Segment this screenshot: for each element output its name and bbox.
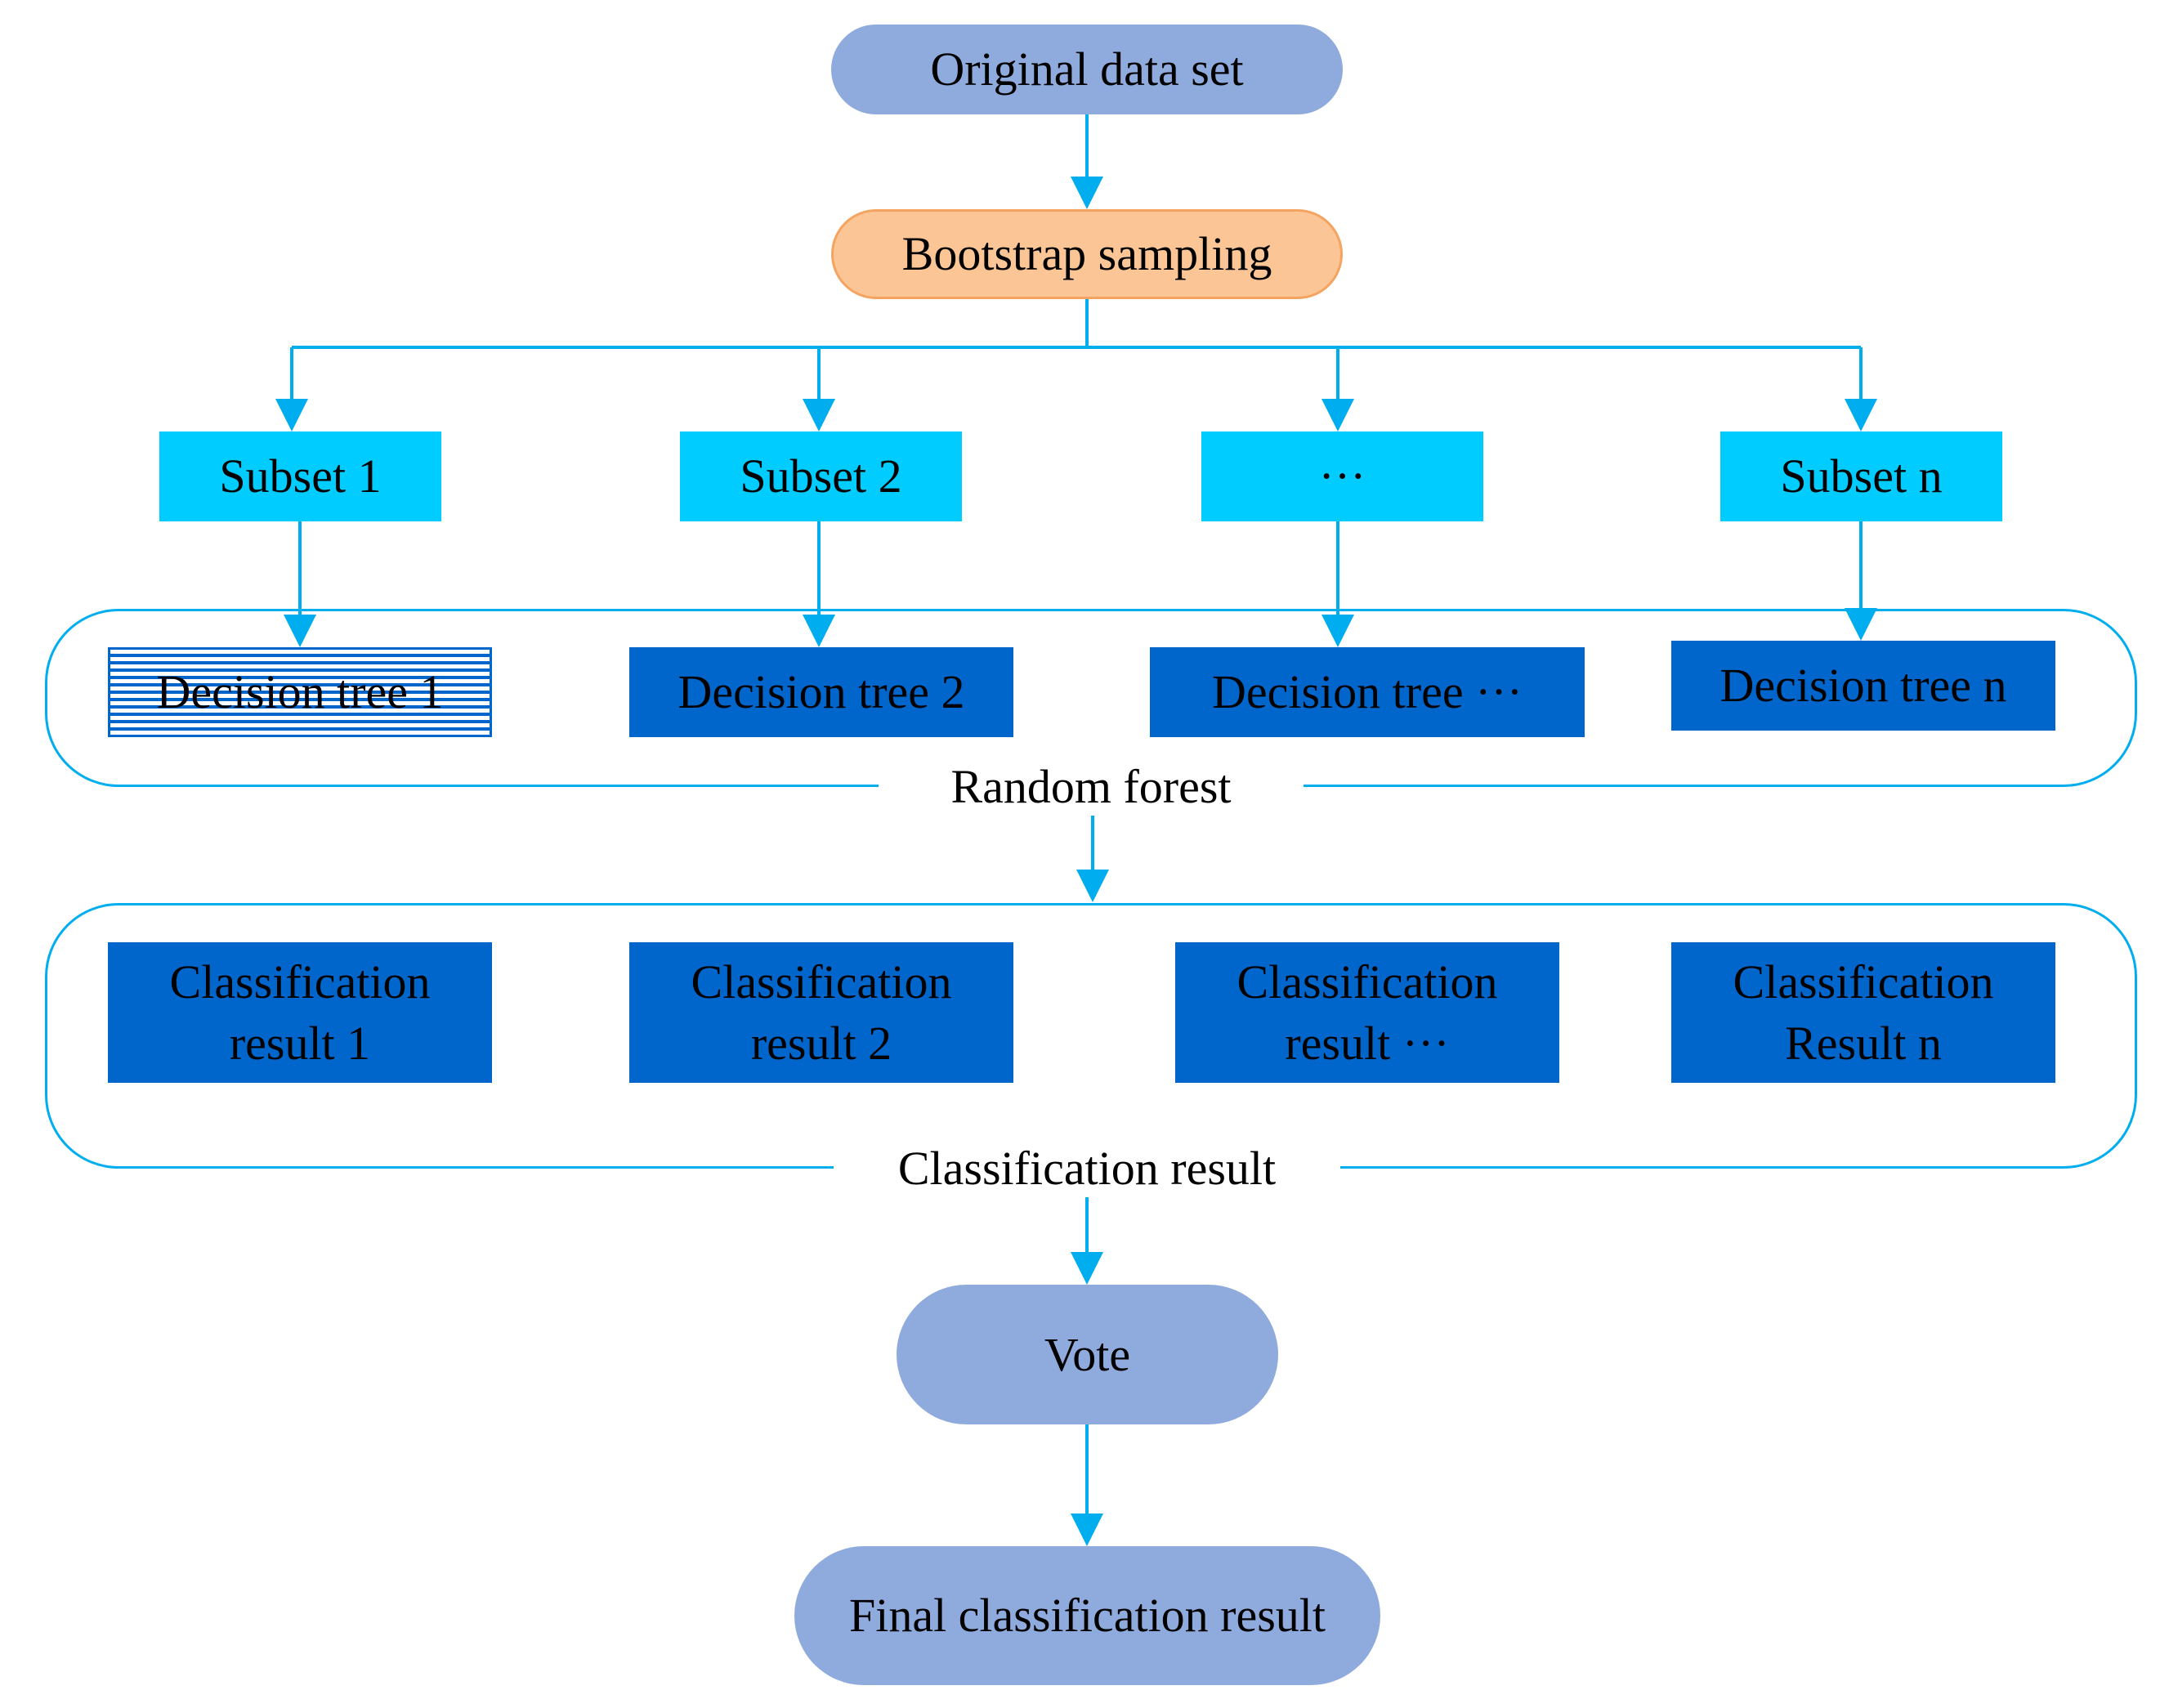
classification-result-node: Classification result ··· bbox=[1175, 942, 1559, 1083]
decision-tree-node: Decision tree 2 bbox=[629, 647, 1013, 737]
decision-tree-label: Decision tree 1 bbox=[156, 665, 444, 719]
decision-tree-label: Decision tree n bbox=[1720, 659, 2007, 713]
final-classification-result-node: Final classification result bbox=[794, 1546, 1380, 1685]
classification-result-node: Classification Result n bbox=[1671, 942, 2055, 1083]
decision-tree-node: Decision tree 1 bbox=[108, 647, 492, 737]
classification-result-node: Classification result 1 bbox=[108, 942, 492, 1083]
decision-tree-node: Decision tree n bbox=[1671, 641, 2055, 731]
subset-label: ··· bbox=[1318, 449, 1366, 503]
classification-result-label: Classification result bbox=[834, 1140, 1340, 1197]
subset-node: Subset n bbox=[1720, 431, 2002, 521]
classification-result-line1: Classification bbox=[691, 955, 952, 1008]
classification-result-line1: Classification bbox=[169, 955, 431, 1008]
original-data-set-label: Original data set bbox=[930, 42, 1244, 96]
classification-result-line2: Result n bbox=[1785, 1017, 1942, 1070]
classification-result-line2: result ··· bbox=[1285, 1017, 1450, 1070]
vote-label: Vote bbox=[1044, 1327, 1131, 1381]
subset-label: Subset 1 bbox=[219, 449, 382, 503]
final-classification-result-label: Final classification result bbox=[848, 1589, 1326, 1643]
bootstrap-sampling-node: Bootstrap sampling bbox=[831, 209, 1343, 299]
classification-result-line2: result 1 bbox=[229, 1017, 371, 1070]
subset-label: Subset n bbox=[1780, 449, 1943, 503]
subset-node: Subset 1 bbox=[159, 431, 441, 521]
subset-node: Subset 2 bbox=[680, 431, 962, 521]
original-data-set-node: Original data set bbox=[831, 25, 1343, 114]
classification-result-line1: Classification bbox=[1733, 955, 1994, 1008]
random-forest-label: Random forest bbox=[879, 758, 1304, 816]
vote-node: Vote bbox=[897, 1285, 1278, 1424]
subset-node: ··· bbox=[1201, 431, 1483, 521]
classification-result-node: Classification result 2 bbox=[629, 942, 1013, 1083]
decision-tree-label: Decision tree 2 bbox=[678, 665, 965, 719]
decision-tree-node: Decision tree ··· bbox=[1150, 647, 1585, 737]
decision-tree-label: Decision tree ··· bbox=[1211, 665, 1523, 719]
subset-label: Subset 2 bbox=[740, 449, 902, 503]
classification-result-line1: Classification bbox=[1237, 955, 1498, 1008]
bootstrap-sampling-label: Bootstrap sampling bbox=[901, 227, 1272, 281]
classification-result-line2: result 2 bbox=[750, 1017, 892, 1070]
